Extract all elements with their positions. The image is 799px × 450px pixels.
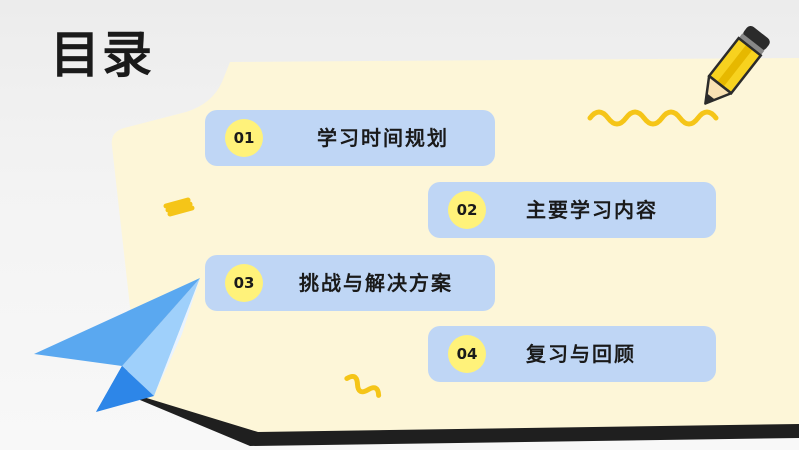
toc-item-label: 复习与回顾 [526,342,636,366]
toc-item-2[interactable]: 02 主要学习内容 [428,182,716,238]
squiggle-bottom [344,373,382,398]
paper-plane-icon [34,278,200,412]
toc-item-number: 03 [225,264,263,302]
toc-item-3[interactable]: 03 挑战与解决方案 [205,255,495,311]
toc-item-number: 01 [225,119,263,157]
toc-item-number: 02 [448,191,486,229]
toc-item-label: 学习时间规划 [317,126,449,150]
toc-item-label: 主要学习内容 [526,198,658,222]
pencil-icon [704,25,770,105]
toc-item-4[interactable]: 04 复习与回顾 [428,326,716,382]
toc-item-label: 挑战与解决方案 [299,271,453,295]
squiggle-top-right [587,109,719,127]
card-shadow [140,392,799,446]
toc-item-1[interactable]: 01 学习时间规划 [205,110,495,166]
squiggle-left [163,197,195,217]
page-title: 目录 [50,26,154,84]
toc-item-number: 04 [448,335,486,373]
